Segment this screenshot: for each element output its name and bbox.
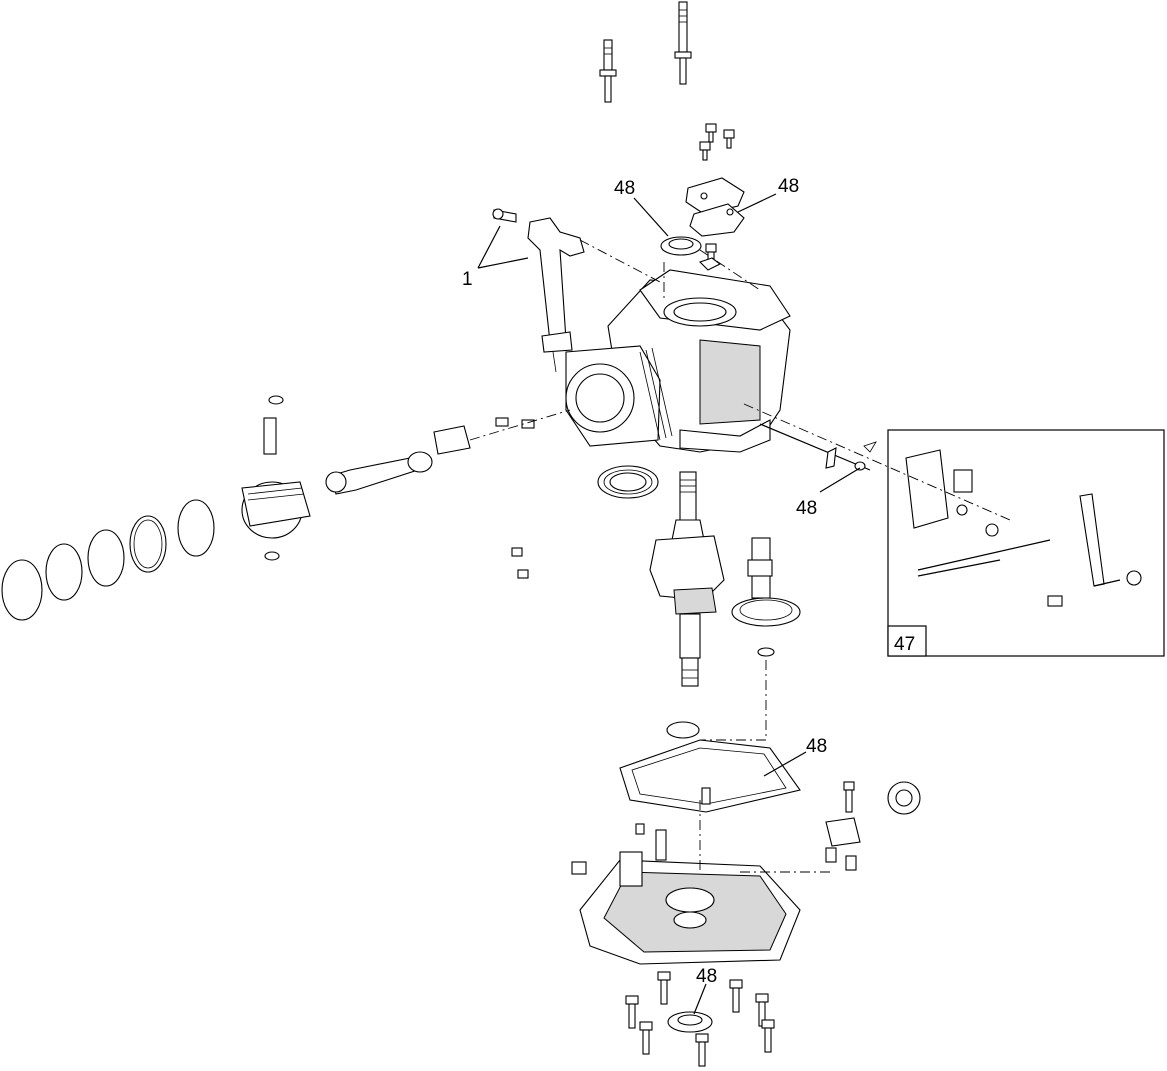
callout-48-sump-seal: 48: [696, 966, 717, 987]
callout-48-linkage: 48: [796, 498, 817, 519]
oil-ring-seal: [666, 721, 700, 739]
cylinder-head-studs: [599, 1, 692, 103]
piston-rings: [1, 499, 215, 621]
callout-48-gasket-top: 48: [778, 176, 799, 197]
governor-gear: [825, 781, 921, 871]
governor-shaft: [759, 423, 877, 471]
dowel-pins: [511, 547, 529, 579]
callout-leaders: [477, 193, 861, 1015]
callout-48-seal-top: 48: [614, 178, 635, 199]
connecting-rod: [325, 417, 535, 495]
small-flange-bolts: [699, 123, 735, 161]
camshaft: [731, 537, 801, 657]
callout-48-sump-gasket: 48: [806, 736, 827, 757]
piston: [241, 395, 311, 561]
dipstick-tube: [492, 208, 585, 373]
breather-cover-plates: [685, 177, 745, 237]
sump-gasket: [619, 739, 801, 813]
valve-seal-ring: [660, 236, 722, 271]
assembly-guide-lines: [469, 239, 1011, 873]
oil-sump-base: [571, 823, 801, 965]
cylinder-block: [565, 269, 791, 453]
callout-1: 1: [462, 269, 473, 290]
main-bearing: [597, 465, 659, 499]
governor-kit-box: [887, 429, 1165, 657]
sump-bolts: [625, 971, 775, 1067]
crankshaft-oil-seal: [667, 1011, 713, 1033]
crankshaft: [649, 471, 725, 687]
callout-47-kit: 47: [894, 634, 915, 655]
